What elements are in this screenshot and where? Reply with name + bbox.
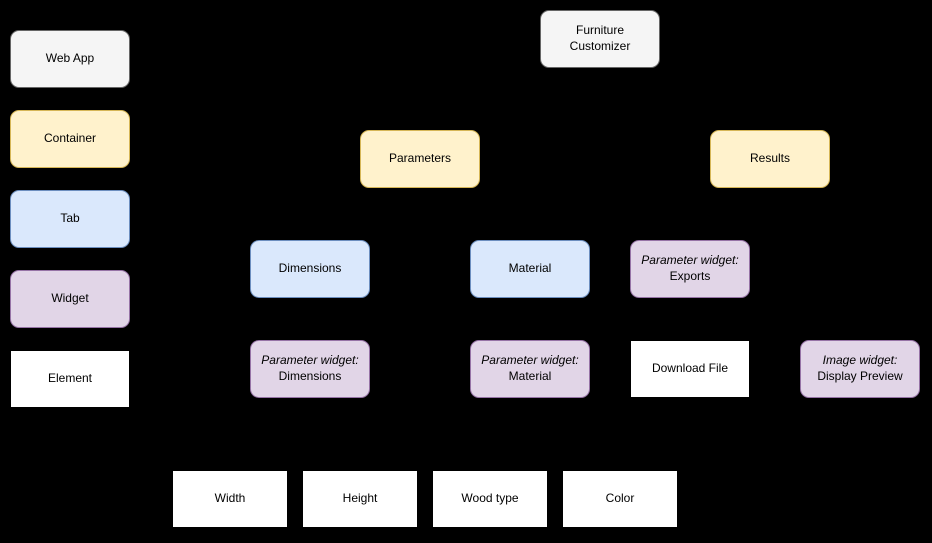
legend-web-app: Web App — [10, 30, 130, 88]
legend-tab: Tab — [10, 190, 130, 248]
legend-web-app-label: Web App — [45, 51, 95, 66]
legend-container-label: Container — [43, 131, 97, 146]
node-height: Height — [302, 470, 418, 528]
node-label: Display Preview — [817, 369, 903, 383]
node-label: Dimensions — [278, 369, 342, 383]
node-label: Height — [342, 491, 378, 506]
node-label: Parameters — [388, 151, 452, 166]
node-label: Material — [508, 261, 552, 276]
node-image-widget-display-preview: Image widget: Display Preview — [800, 340, 920, 398]
node-label: Exports — [669, 269, 711, 283]
node-wood-type: Wood type — [432, 470, 548, 528]
node-furniture-customizer: Furniture Customizer — [540, 10, 660, 68]
legend-tab-label: Tab — [60, 211, 80, 226]
node-download-file: Download File — [630, 340, 750, 398]
node-parameters: Parameters — [360, 130, 480, 188]
node-label: Wood type — [461, 491, 519, 506]
node-parameter-widget-dimensions: Parameter widget: Dimensions — [250, 340, 370, 398]
node-width: Width — [172, 470, 288, 528]
legend-element-label: Element — [47, 371, 93, 386]
node-label-prefix: Parameter widget: — [261, 353, 359, 368]
node-parameter-widget-exports: Parameter widget: Exports — [630, 240, 750, 298]
node-label-prefix: Parameter widget: — [481, 353, 579, 368]
node-parameter-widget-material: Parameter widget: Material — [470, 340, 590, 398]
node-label: Width — [214, 491, 246, 506]
node-label: Download File — [651, 361, 729, 376]
node-label: Material — [508, 369, 552, 383]
node-label: Results — [749, 151, 790, 166]
node-color: Color — [562, 470, 678, 528]
node-label: Dimensions — [278, 261, 342, 276]
node-dimensions: Dimensions — [250, 240, 370, 298]
node-label-prefix: Image widget: — [822, 353, 898, 368]
legend-container: Container — [10, 110, 130, 168]
legend-element: Element — [10, 350, 130, 408]
node-material: Material — [470, 240, 590, 298]
node-label: Furniture Customizer — [569, 23, 631, 53]
legend-widget: Widget — [10, 270, 130, 328]
node-results: Results — [710, 130, 830, 188]
node-label-prefix: Parameter widget: — [641, 253, 739, 268]
legend-widget-label: Widget — [51, 291, 89, 306]
node-label: Color — [605, 491, 635, 506]
